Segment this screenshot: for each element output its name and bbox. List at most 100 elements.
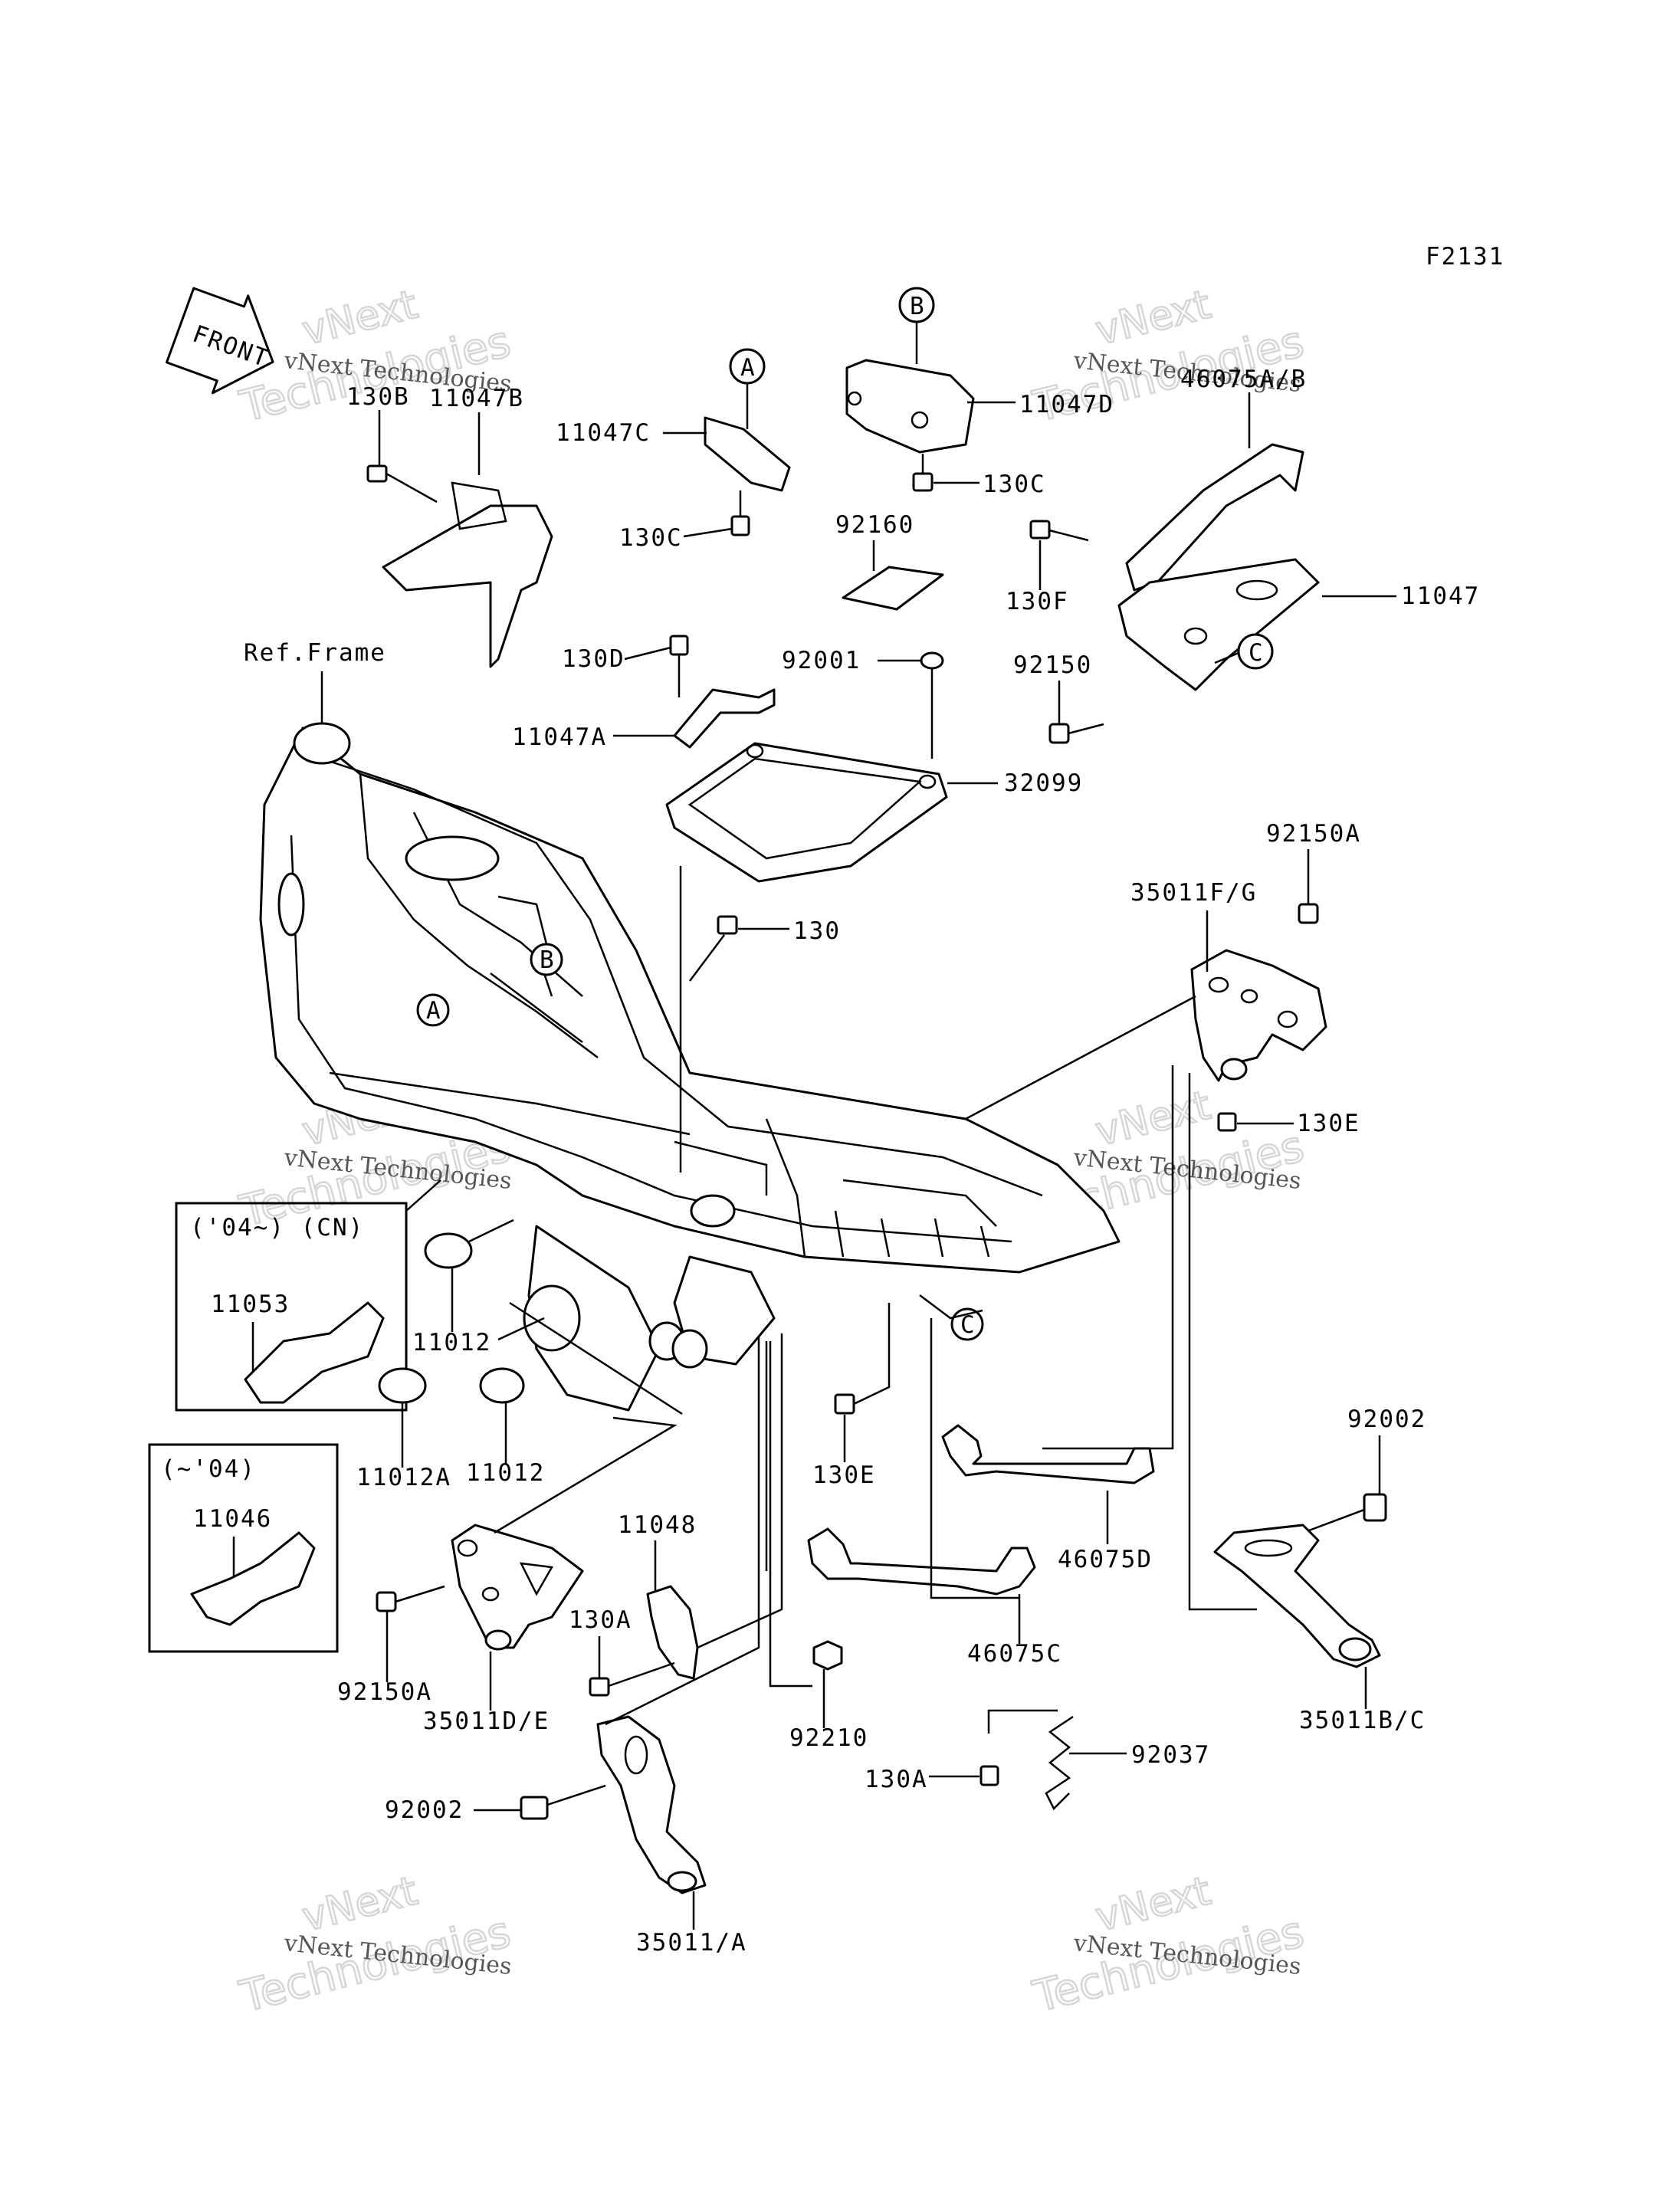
bracket-11047d: [845, 359, 975, 454]
bolt-130b: [366, 464, 438, 504]
inset-cn-title: ('04~) (CN): [190, 1214, 364, 1242]
label-130b: 130B: [346, 383, 410, 411]
bolt-130c-left: [730, 490, 750, 536]
label-11053: 11053: [211, 1291, 290, 1318]
footpeg-bracket-35011bc: [1213, 1524, 1381, 1668]
label-130d: 130D: [562, 645, 625, 673]
footpeg-bracket-35011de: [451, 1524, 584, 1651]
label-92002-left: 92002: [385, 1796, 464, 1824]
bolt-92150: [1048, 723, 1104, 744]
grommet-11012a: [378, 1367, 427, 1404]
label-92160: 92160: [835, 511, 914, 539]
inset-cn: ('04~) (CN) 11053: [175, 1202, 408, 1412]
label-35011bc: 35011B/C: [1299, 1707, 1426, 1734]
step-46075c: [807, 1527, 1036, 1596]
label-32099: 32099: [1004, 769, 1083, 797]
bracket-11048: [646, 1585, 699, 1680]
label-130c-right: 130C: [983, 471, 1046, 498]
svg-text:A: A: [426, 997, 442, 1025]
bolt-92002-right: [1302, 1493, 1387, 1534]
label-11047d: 11047D: [1019, 391, 1114, 418]
bracket-11053: [244, 1301, 385, 1404]
label-92150a-bottom: 92150A: [337, 1678, 432, 1706]
bolt-92002-left: [520, 1784, 606, 1820]
label-35011a: 35011/A: [636, 1929, 747, 1957]
bracket-11047b: [382, 481, 553, 668]
tray-32099: [665, 742, 948, 883]
label-11012a: 11012A: [356, 1464, 451, 1491]
inset-pre04-title: (~'04): [161, 1455, 256, 1483]
bolt-130a-mid: [589, 1661, 675, 1697]
footpeg-bracket-35011a: [596, 1715, 707, 1894]
label-130e-right: 130E: [1297, 1110, 1360, 1137]
label-11048: 11048: [618, 1511, 697, 1539]
label-92150a-top: 92150A: [1266, 820, 1361, 848]
svg-text:C: C: [960, 1311, 976, 1339]
figure-code: F2131: [1426, 243, 1504, 271]
label-46075c: 46075C: [967, 1640, 1062, 1668]
spring-92037: [1045, 1715, 1074, 1811]
main-frame: [259, 722, 1121, 1412]
label-11047c: 11047C: [556, 419, 651, 447]
svg-text:A: A: [740, 354, 756, 382]
bracket-11046: [190, 1531, 316, 1626]
label-11047: 11047: [1401, 582, 1480, 610]
label-92037: 92037: [1131, 1741, 1210, 1769]
label-11047a: 11047A: [512, 723, 607, 751]
nut-92210: [812, 1640, 843, 1671]
label-46075d: 46075D: [1058, 1546, 1153, 1573]
label-92001: 92001: [782, 647, 861, 674]
svg-text:B: B: [540, 946, 556, 974]
svg-text:vNext: vNext: [298, 1868, 422, 1941]
svg-text:vNext: vNext: [1091, 1868, 1216, 1941]
bolt-92150a-bottom: [376, 1585, 445, 1612]
bolt-130f: [1029, 520, 1089, 542]
bracket-11047a: [673, 688, 776, 749]
bolt-92150a-top: [1298, 903, 1319, 924]
step-46075d: [941, 1424, 1155, 1484]
label-130f: 130F: [1006, 588, 1069, 615]
label-130c-left: 130C: [619, 524, 683, 552]
label-130a-mid: 130A: [569, 1606, 632, 1634]
ref-frame-label: Ref.Frame: [244, 639, 386, 667]
grommet-11012-bottom: [479, 1367, 525, 1404]
bolt-130d: [669, 635, 689, 697]
watermark-bottom-right: vNext Technologies vNext Technologies: [1027, 1867, 1309, 2023]
label-46075ab: 46075A/B: [1180, 366, 1307, 393]
label-92002-right: 92002: [1347, 1406, 1426, 1433]
grommet-11012-top: [424, 1232, 473, 1269]
callout-a-frame: A: [416, 993, 450, 1027]
bolt-130c-right: [912, 454, 934, 492]
pad-92160: [842, 566, 944, 611]
bolt-130a-low: [979, 1765, 999, 1786]
svg-text:vNext: vNext: [1091, 1083, 1216, 1156]
bracket-11047c: [704, 416, 791, 492]
svg-text:C: C: [1249, 639, 1265, 667]
bolt-130: [717, 915, 738, 935]
label-11046: 11046: [193, 1505, 272, 1533]
label-130e-lower: 130E: [812, 1461, 876, 1489]
callout-b-top: B: [898, 287, 935, 323]
footpeg-bracket-35011fg: [1190, 949, 1327, 1082]
label-92210: 92210: [789, 1724, 868, 1752]
label-130: 130: [793, 917, 841, 945]
front-arrow-icon: FRONT: [166, 287, 274, 395]
label-92150: 92150: [1013, 651, 1092, 679]
watermark-bottom-left: vNext Technologies vNext Technologies: [234, 1867, 516, 2023]
svg-text:B: B: [910, 293, 926, 320]
label-11047b: 11047B: [429, 385, 524, 412]
callout-c-top: C: [1237, 633, 1274, 670]
label-130a-low: 130A: [865, 1766, 928, 1793]
bolt-130e-lower: [834, 1303, 891, 1415]
inset-pre04: (~'04) 11046: [148, 1443, 339, 1653]
label-11012-bottom: 11012: [466, 1459, 545, 1487]
label-35011de: 35011D/E: [423, 1707, 550, 1735]
bolt-130e-right: [1217, 1112, 1237, 1132]
callout-a-top: A: [729, 348, 766, 385]
label-35011fg: 35011F/G: [1130, 879, 1257, 907]
label-11012-top: 11012: [412, 1329, 491, 1356]
grommet-92001: [920, 651, 944, 759]
callout-b-frame: B: [530, 943, 563, 976]
